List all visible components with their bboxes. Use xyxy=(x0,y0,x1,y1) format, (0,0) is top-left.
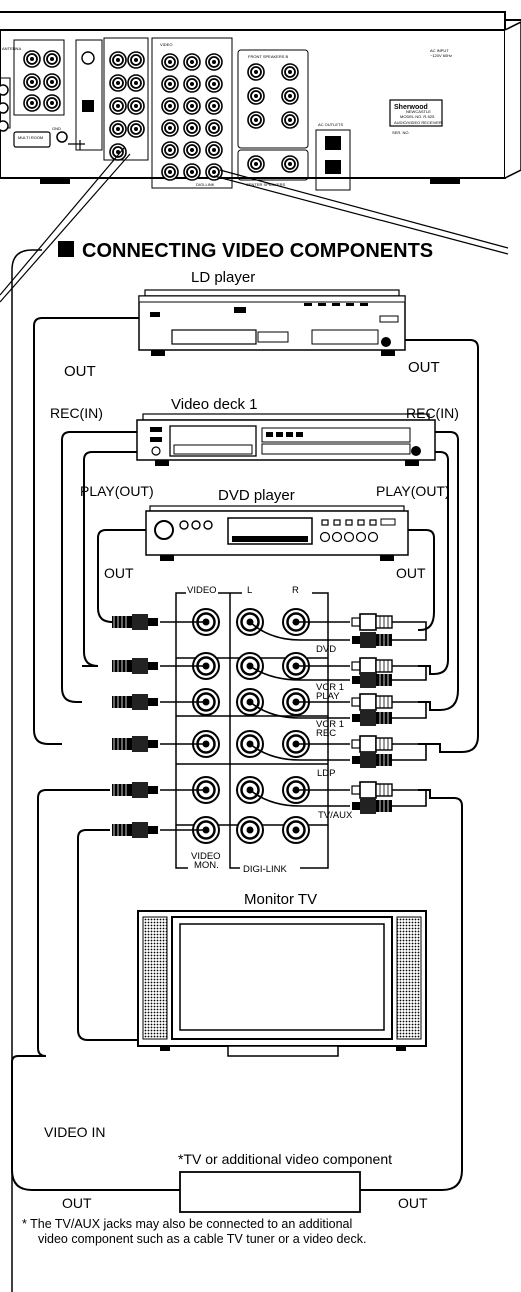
dvd-out-left: OUT xyxy=(104,565,134,581)
video-mon-label-1: VIDEO xyxy=(191,851,221,862)
front-speakers-label: FRONT SPEAKERS B xyxy=(248,54,288,59)
serial-label: SER. NO. xyxy=(392,130,410,135)
ld-player-label: LD player xyxy=(191,269,255,286)
audio-plugs xyxy=(351,613,393,815)
col-l-label: L xyxy=(247,585,252,596)
ld-out-right: OUT xyxy=(408,359,440,376)
footnote-line-1: * The TV/AUX jacks may also be connected… xyxy=(22,1217,353,1231)
vdeck-rec-in-left: REC(IN) xyxy=(50,405,103,421)
ac-outlets-label: AC OUTLETS xyxy=(318,122,343,127)
leader-lines xyxy=(0,147,509,303)
video-mon-label-2: MON. xyxy=(194,860,219,871)
ld-player-device: LD player xyxy=(138,269,406,356)
cables xyxy=(11,317,479,1191)
title-bullet xyxy=(58,241,74,257)
vdeck-rec-in-right: REC(IN) xyxy=(406,405,459,421)
product-label: AUDIO/VIDEO RECEIVER xyxy=(394,120,442,125)
row-dvd-label: DVD xyxy=(316,644,336,655)
col-video-label: VIDEO xyxy=(187,585,217,596)
dvd-player-device: DVD player xyxy=(145,487,409,561)
vdeck-play-out-right: PLAY(OUT) xyxy=(376,483,450,499)
connector-labels: OUT OUT REC(IN) REC(IN) PLAY(OUT) PLAY(O… xyxy=(44,359,459,1211)
video-plugs xyxy=(111,613,159,839)
video-deck-label: Video deck 1 xyxy=(171,396,257,413)
row-vcr1-play-label-2: PLAY xyxy=(316,691,340,702)
ac-input-label: AC INPUT xyxy=(430,48,449,53)
other-out-left: OUT xyxy=(62,1195,92,1211)
antenna-label: ANTENNA xyxy=(2,46,21,51)
row-vcr1-rec-label-2: REC xyxy=(316,728,336,739)
footnote-line-2: video component such as a cable TV tuner… xyxy=(38,1232,367,1246)
row-vcr1-play-label-1: VCR 1 xyxy=(316,682,344,693)
monitor-tv-label: Monitor TV xyxy=(244,891,317,908)
brand-label: Sherwood xyxy=(394,104,428,111)
row-vcr1-rec-label-1: VCR 1 xyxy=(316,719,344,730)
additional-component: *TV or additional video component xyxy=(178,1151,392,1213)
additional-component-label: *TV or additional video component xyxy=(178,1151,392,1167)
digi-link-label: DIGI-LINK xyxy=(243,864,287,875)
jack-panel: VIDEO L R DVD VCR 1 PLAY VCR 1 REC LDP T… xyxy=(175,583,353,875)
brand-sub-label: NEWCASTLE xyxy=(406,109,431,114)
dvd-out-right: OUT xyxy=(396,565,426,581)
footnote: * The TV/AUX jacks may also be connected… xyxy=(22,1217,502,1247)
multi-room-label: MULTI ROOM xyxy=(18,135,43,140)
row-ldp-label: LDP xyxy=(317,768,335,779)
receiver-digi-link-label: DIGI-LINK xyxy=(196,182,215,187)
video-in-label: VIDEO IN xyxy=(44,1124,105,1140)
other-out-right: OUT xyxy=(398,1195,428,1211)
row-tvaux-label: TV/AUX xyxy=(318,810,353,821)
ld-out-left: OUT xyxy=(64,363,96,380)
video-deck-device: Video deck 1 xyxy=(136,396,436,466)
audio-y-joiners xyxy=(392,621,427,807)
ac-input-spec: ~120V 60Hz xyxy=(430,53,452,58)
col-r-label: R xyxy=(292,585,299,596)
monitor-tv-device: Monitor TV xyxy=(137,891,427,1057)
receiver-rear-panel: ANTENNA MULTI ROOM GND VIDEO DIGI- xyxy=(0,0,521,191)
model-label: MODEL NO. R-925 xyxy=(400,114,435,119)
vdeck-play-out-left: PLAY(OUT) xyxy=(80,483,154,499)
diagram-frame xyxy=(11,249,42,1292)
dvd-player-label: DVD player xyxy=(218,487,295,504)
page-title: CONNECTING VIDEO COMPONENTS xyxy=(82,240,433,262)
receiver-video-label: VIDEO xyxy=(160,42,172,47)
gnd-label: GND xyxy=(52,126,61,131)
center-speakers-label: CENTER SPEAKERS xyxy=(246,182,285,187)
